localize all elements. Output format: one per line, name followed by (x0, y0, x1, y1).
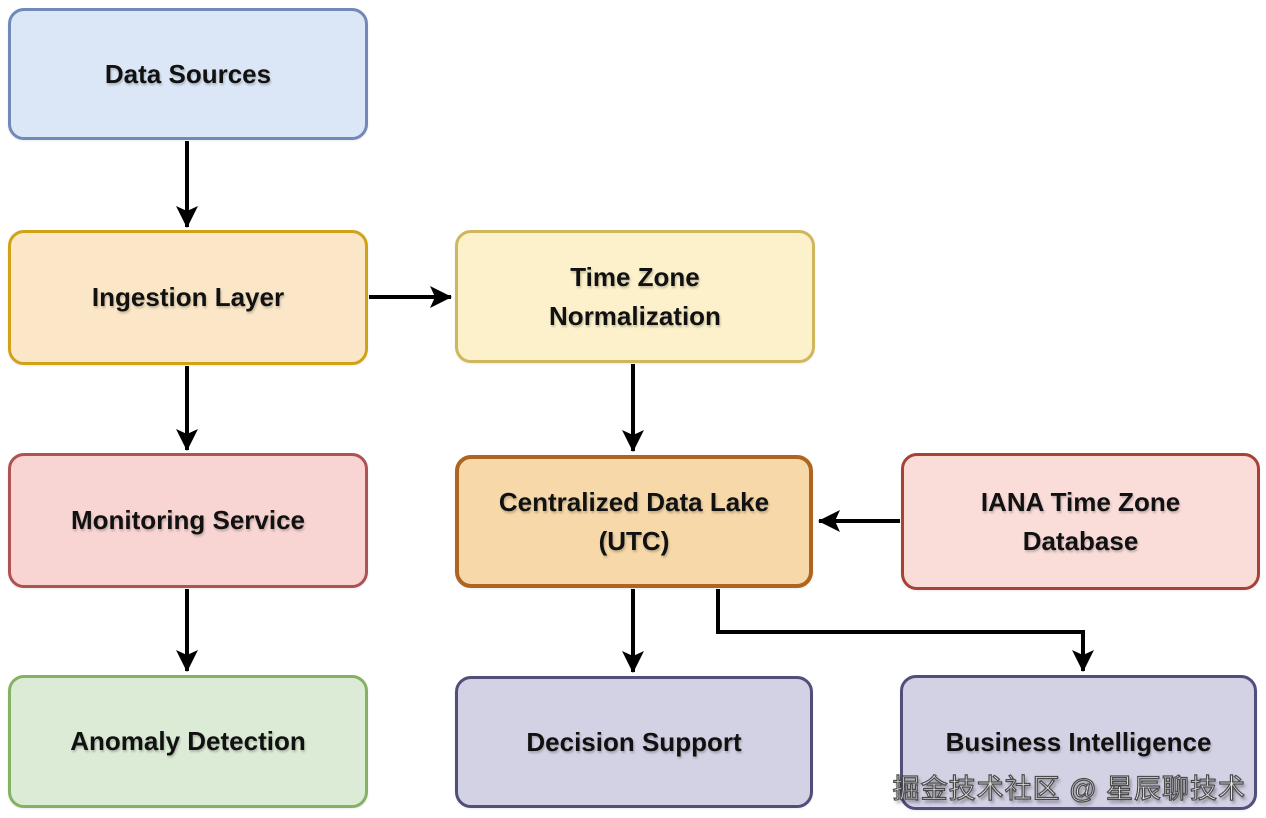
node-label: IANA Time Zone (980, 486, 1181, 517)
node-monitoring-service: Monitoring Service (8, 453, 368, 588)
node-label: Normalization (549, 300, 721, 331)
edge-data-lake-to-business-intelligence (716, 589, 1094, 672)
node-anomaly-detection: Anomaly Detection (8, 675, 368, 808)
node-business-intelligence: Business Intelligence (900, 675, 1257, 810)
node-label: Time Zone (570, 261, 700, 292)
node-label: Database (1022, 525, 1139, 556)
node-label: Monitoring Service (70, 505, 306, 535)
node-label: Ingestion Layer (91, 282, 285, 312)
node-ingestion-layer: Ingestion Layer (8, 230, 368, 365)
node-label: Decision Support (526, 726, 742, 757)
node-label: (UTC) (598, 525, 670, 556)
watermark: 掘金技术社区 @ 星辰聊技术 (892, 773, 1246, 804)
node-label: Anomaly Detection (70, 726, 306, 756)
node-label: Business Intelligence (945, 727, 1212, 757)
node-centralized-data-lake: Centralized Data Lake (UTC) (455, 455, 813, 588)
node-label: Data Sources (104, 58, 272, 89)
node-label: Centralized Data Lake (498, 486, 770, 517)
node-data-sources: Data Sources (8, 8, 368, 140)
node-decision-support: Decision Support (455, 676, 813, 808)
